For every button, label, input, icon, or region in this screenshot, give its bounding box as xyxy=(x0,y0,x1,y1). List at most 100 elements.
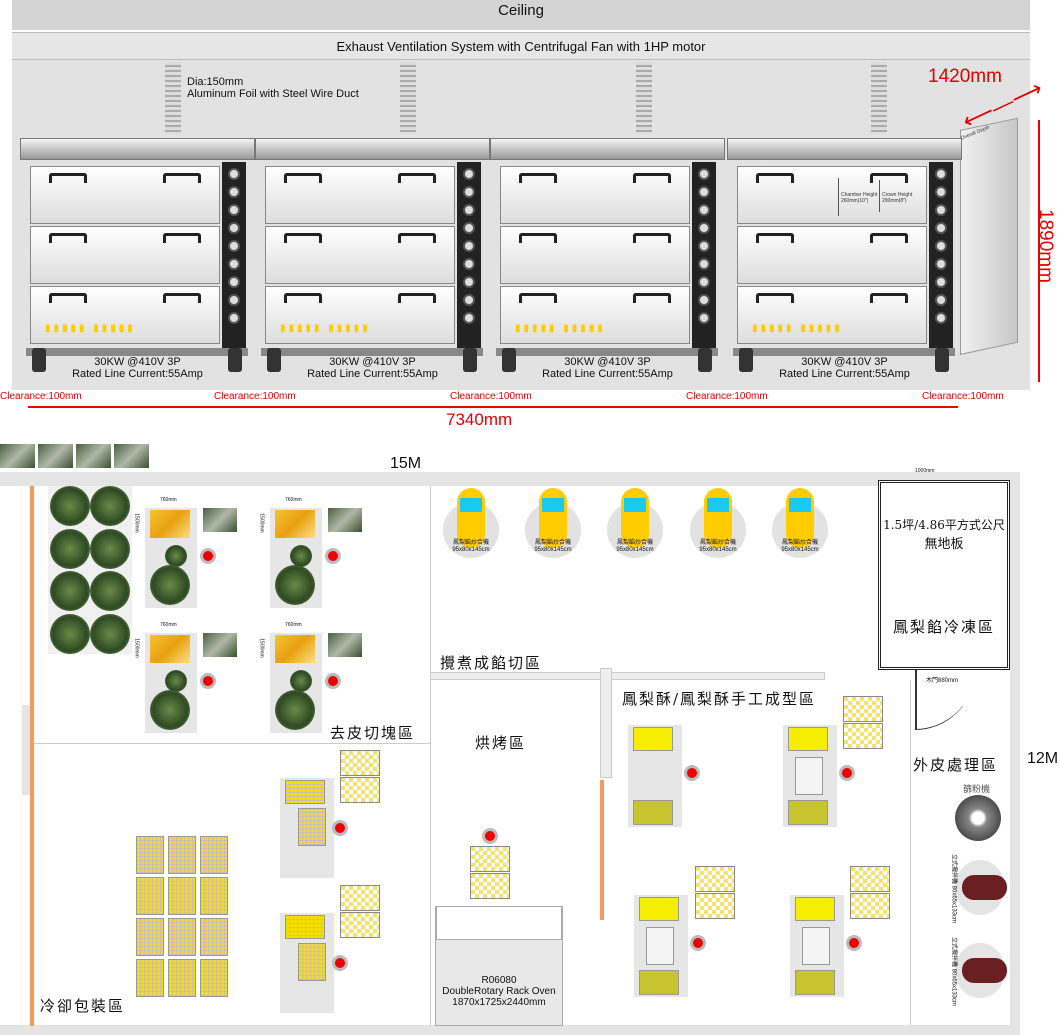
table-depth: 1500mm xyxy=(258,638,265,658)
burner-flames: ▮▮▮▮▮ ▮▮▮▮▮ xyxy=(280,323,371,334)
wall-bottom xyxy=(0,1025,1020,1035)
caster xyxy=(698,348,712,372)
clearance-label: Clearance:100mm xyxy=(922,391,1004,402)
oven-side-panel xyxy=(960,117,1018,355)
orange-wall xyxy=(600,780,604,920)
beater-machine xyxy=(962,875,1007,900)
partition xyxy=(430,486,431,1026)
oven-base xyxy=(261,348,483,356)
pineapple xyxy=(50,529,90,569)
oven-base xyxy=(496,348,718,356)
oven-base xyxy=(26,348,248,356)
dough-tray xyxy=(639,897,679,921)
worker xyxy=(684,765,700,781)
rack-oven-chamber xyxy=(436,906,562,940)
oven-hood xyxy=(20,138,255,160)
oven-deck[interactable] xyxy=(265,286,455,344)
zone-bake: 烘烤區 xyxy=(475,734,527,752)
zone-form: 鳳梨酥/鳳梨酥手工成型區 xyxy=(622,690,817,708)
pineapple xyxy=(275,690,315,730)
oven-deck[interactable] xyxy=(265,226,455,284)
pineapple xyxy=(150,565,190,605)
clearance-label: Clearance:100mm xyxy=(686,391,768,402)
exhaust-system-label: Exhaust Ventilation System with Centrifu… xyxy=(12,32,1030,60)
filling-tray xyxy=(788,800,828,825)
oven-deck[interactable] xyxy=(30,226,220,284)
height-dimension: 1890mm xyxy=(1034,209,1056,283)
freezer-room xyxy=(878,480,1010,670)
caster xyxy=(32,348,46,372)
photo-thumbnail xyxy=(114,444,149,468)
pineapple xyxy=(165,545,187,567)
cooling-tray xyxy=(168,918,196,956)
door-label: 木門880mm xyxy=(926,678,959,684)
pineapple xyxy=(90,486,130,526)
product-tray xyxy=(340,912,380,938)
control-panel[interactable] xyxy=(692,162,716,348)
filling-mixer xyxy=(607,488,663,558)
pineapple xyxy=(90,571,130,611)
pineapple xyxy=(290,545,312,567)
cut-pineapple xyxy=(150,635,190,663)
cooling-tray xyxy=(136,836,164,874)
caster xyxy=(228,348,242,372)
zone-peel: 去皮切塊區 xyxy=(330,724,416,742)
freezer-floor: 無地板 xyxy=(924,537,964,552)
cooling-tray xyxy=(168,836,196,874)
control-panel[interactable] xyxy=(457,162,481,348)
control-panel[interactable] xyxy=(222,162,246,348)
dough-tray xyxy=(795,897,835,921)
worker xyxy=(839,765,855,781)
filling-mixer xyxy=(690,488,746,558)
oven-deck[interactable] xyxy=(737,286,927,344)
freezer-size: 1.5坪/4.86平方式公尺 xyxy=(883,518,1005,532)
oven-deck[interactable] xyxy=(265,166,455,224)
table-depth: 1500mm xyxy=(258,513,265,533)
sifter-label: 篩粉機 xyxy=(963,784,991,794)
pineapple xyxy=(50,571,90,611)
plan-width-label: 15M xyxy=(390,455,422,472)
table-width: 760mm xyxy=(160,622,177,628)
oven-deck[interactable] xyxy=(737,226,927,284)
pineapple xyxy=(275,565,315,605)
mold xyxy=(802,927,830,965)
cut-pineapple xyxy=(275,635,315,663)
oven-base xyxy=(733,348,955,356)
oven-deck[interactable] xyxy=(500,286,690,344)
cooling-tray xyxy=(298,943,326,981)
cooling-tray xyxy=(168,877,196,915)
product-tray xyxy=(850,866,890,892)
table-depth: 1500mm xyxy=(133,638,140,658)
control-panel[interactable] xyxy=(929,162,953,348)
table-depth: 1500mm xyxy=(133,513,140,533)
crown-height-line xyxy=(879,180,880,212)
oven-deck[interactable] xyxy=(737,166,927,224)
worker xyxy=(200,673,216,689)
burner-flames: ▮▮▮▮▮ ▮▮▮▮▮ xyxy=(752,323,843,334)
filling-mixer xyxy=(525,488,581,558)
product-tray xyxy=(695,866,735,892)
cooling-tray xyxy=(168,959,196,997)
cooling-tray xyxy=(200,836,228,874)
product-tray xyxy=(340,885,380,911)
photo-thumbnail xyxy=(0,444,35,468)
filling-mixer xyxy=(443,488,499,558)
table-width: 760mm xyxy=(160,497,177,503)
oven-deck[interactable] xyxy=(30,166,220,224)
caster xyxy=(463,348,477,372)
filling-tray xyxy=(639,970,679,995)
worker xyxy=(325,548,341,564)
clearance-label: Clearance:100mm xyxy=(214,391,296,402)
oven-deck[interactable] xyxy=(500,166,690,224)
worker xyxy=(482,828,498,844)
filling-mixer xyxy=(772,488,828,558)
burner-flames: ▮▮▮▮▮ ▮▮▮▮▮ xyxy=(515,323,606,334)
oven-deck[interactable] xyxy=(30,286,220,344)
oven-deck[interactable] xyxy=(500,226,690,284)
